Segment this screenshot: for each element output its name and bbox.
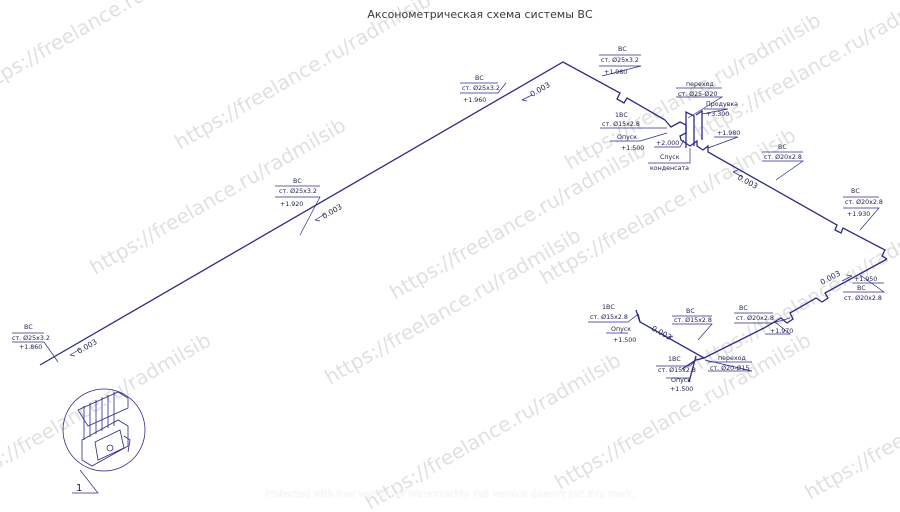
svg-text:Спуск: Спуск <box>660 154 680 161</box>
svg-text:+1.930: +1.930 <box>847 211 870 218</box>
label-bc-right-lower: +1.950 ВС ст. Ø20x2.8 <box>843 274 886 302</box>
svg-text:Опуск: Опуск <box>671 377 691 384</box>
watermark-notice: Protected with free version of Watermark… <box>265 489 636 500</box>
label-bc-left: ВС ст. Ø25x3.2 +1.860 <box>12 324 59 363</box>
svg-text:ст. Ø25x3.2: ст. Ø25x3.2 <box>12 334 50 342</box>
svg-text:+1.980: +1.980 <box>717 130 740 137</box>
label-riser-2: 1ВС ст. Ø15x2.8 Опуск +1.500 <box>588 304 638 344</box>
svg-text:ст. Ø15x2.8: ст. Ø15x2.8 <box>674 316 712 324</box>
label-elevation-1980: +1.980 <box>707 130 740 149</box>
svg-text:+2.000: +2.000 <box>656 140 679 147</box>
svg-text:1ВС: 1ВС <box>668 356 681 363</box>
svg-text:ст. Ø25x3.2: ст. Ø25x3.2 <box>462 84 500 92</box>
label-bc-branch: ВС ст. Ø15x2.8 <box>672 308 713 341</box>
svg-text:ВС: ВС <box>618 46 627 53</box>
detail-callout: 1 <box>62 388 146 494</box>
svg-text:ВС: ВС <box>24 324 33 331</box>
label-transition-1: переход ст. Ø25-Ø20 <box>676 81 724 119</box>
callout-number: 1 <box>76 483 82 494</box>
svg-text:переход: переход <box>686 81 714 88</box>
label-transition-2: переход ст. Ø20-Ø15 <box>704 355 753 372</box>
svg-text:+3.300: +3.300 <box>706 111 729 118</box>
svg-text:Продувка: Продувка <box>706 101 738 108</box>
watermark-text: https://freelance.ru/radmilsib <box>801 338 900 504</box>
slope-value: 0.003 <box>321 202 344 221</box>
slope-value: 0.003 <box>650 324 673 342</box>
label-condensate-drain: Спуск конденсата <box>648 148 691 172</box>
svg-text:Опуск: Опуск <box>611 326 631 333</box>
svg-text:ВС: ВС <box>851 188 860 195</box>
svg-text:+1.860: +1.860 <box>19 344 42 351</box>
label-riser-3: 1ВС ст. Ø15x2.8 Опуск +1.500 <box>656 356 697 393</box>
svg-text:ВС: ВС <box>739 305 748 312</box>
label-purge: Продувка +3.300 <box>701 101 738 118</box>
main-pipeline <box>39 61 888 383</box>
svg-text:ст. Ø15x2.8: ст. Ø15x2.8 <box>590 313 628 321</box>
svg-text:+1.500: +1.500 <box>621 145 644 152</box>
svg-text:+1.920: +1.920 <box>280 201 303 208</box>
watermark-text: https://freelance.ru/radmilsib <box>0 328 215 494</box>
slope-value: 0.003 <box>529 80 552 99</box>
svg-text:ст. Ø20-Ø15: ст. Ø20-Ø15 <box>710 364 749 372</box>
svg-text:ст. Ø15x2.8: ст. Ø15x2.8 <box>658 366 696 374</box>
svg-text:+1.500: +1.500 <box>613 337 636 344</box>
svg-text:ст. Ø20x2.8: ст. Ø20x2.8 <box>764 153 802 161</box>
label-bc-lower: ВС ст. Ø20x2.8 +1.970 <box>734 305 793 335</box>
svg-text:ВС: ВС <box>857 285 866 292</box>
svg-text:ст. Ø25x3.2: ст. Ø25x3.2 <box>601 56 639 64</box>
drawing-title: Аксонометрическая схема системы ВС <box>367 8 593 21</box>
svg-text:Опуск: Опуск <box>617 134 637 141</box>
svg-text:ст. Ø25x3.2: ст. Ø25x3.2 <box>279 187 317 195</box>
svg-text:ВС: ВС <box>686 308 695 315</box>
svg-text:конденсата: конденсата <box>650 165 689 172</box>
svg-text:1ВС: 1ВС <box>602 304 615 311</box>
watermark-text: https://freelance.ru/radmilsib <box>361 348 625 512</box>
label-bc-right: ВС ст. Ø20x2.8 +1.930 <box>843 188 883 231</box>
svg-text:ВС: ВС <box>293 178 302 185</box>
svg-text:+1.970: +1.970 <box>770 328 793 335</box>
watermark-text: https://freelance.ru/radmilsib <box>0 0 235 99</box>
svg-text:+1.950: +1.950 <box>854 276 877 283</box>
svg-text:1ВС: 1ВС <box>615 112 628 119</box>
slope-value: 0.003 <box>76 337 99 356</box>
svg-text:ст. Ø15x2.8: ст. Ø15x2.8 <box>602 120 640 128</box>
label-bc-upper: ВС ст. Ø25x3.2 +1.960 <box>460 75 507 104</box>
svg-text:ст. Ø20x2.8: ст. Ø20x2.8 <box>845 198 883 206</box>
label-bc-middle: ВС ст. Ø25x3.2 +1.920 <box>275 178 321 236</box>
svg-text:+1.980: +1.980 <box>604 69 627 76</box>
watermark-text: https://freelance.ru/radmilsib <box>551 328 815 494</box>
label-elevation-2000: +2.000 <box>654 139 685 148</box>
svg-text:ст. Ø20x2.8: ст. Ø20x2.8 <box>736 314 774 322</box>
watermark-text: https://freelance.ru/radmilsib <box>86 113 350 279</box>
slope-value: 0.003 <box>736 173 759 191</box>
label-bc-top: ВС ст. Ø25x3.2 +1.980 <box>599 46 642 77</box>
svg-text:ВС: ВС <box>778 144 787 151</box>
watermark-text: https://freelance.ru/radmilsib <box>171 0 435 154</box>
svg-text:+1.500: +1.500 <box>670 386 693 393</box>
svg-text:ст. Ø25-Ø20: ст. Ø25-Ø20 <box>678 90 717 98</box>
label-bc-right-upper: ВС ст. Ø20x2.8 <box>762 144 805 181</box>
svg-text:переход: переход <box>718 355 746 362</box>
svg-text:ст. Ø20x2.8: ст. Ø20x2.8 <box>844 294 882 302</box>
svg-text:+1.960: +1.960 <box>463 97 486 104</box>
svg-text:ВС: ВС <box>475 75 484 82</box>
label-riser-1: 1ВС ст. Ø15x2.8 Опуск +1.500 <box>600 112 668 152</box>
